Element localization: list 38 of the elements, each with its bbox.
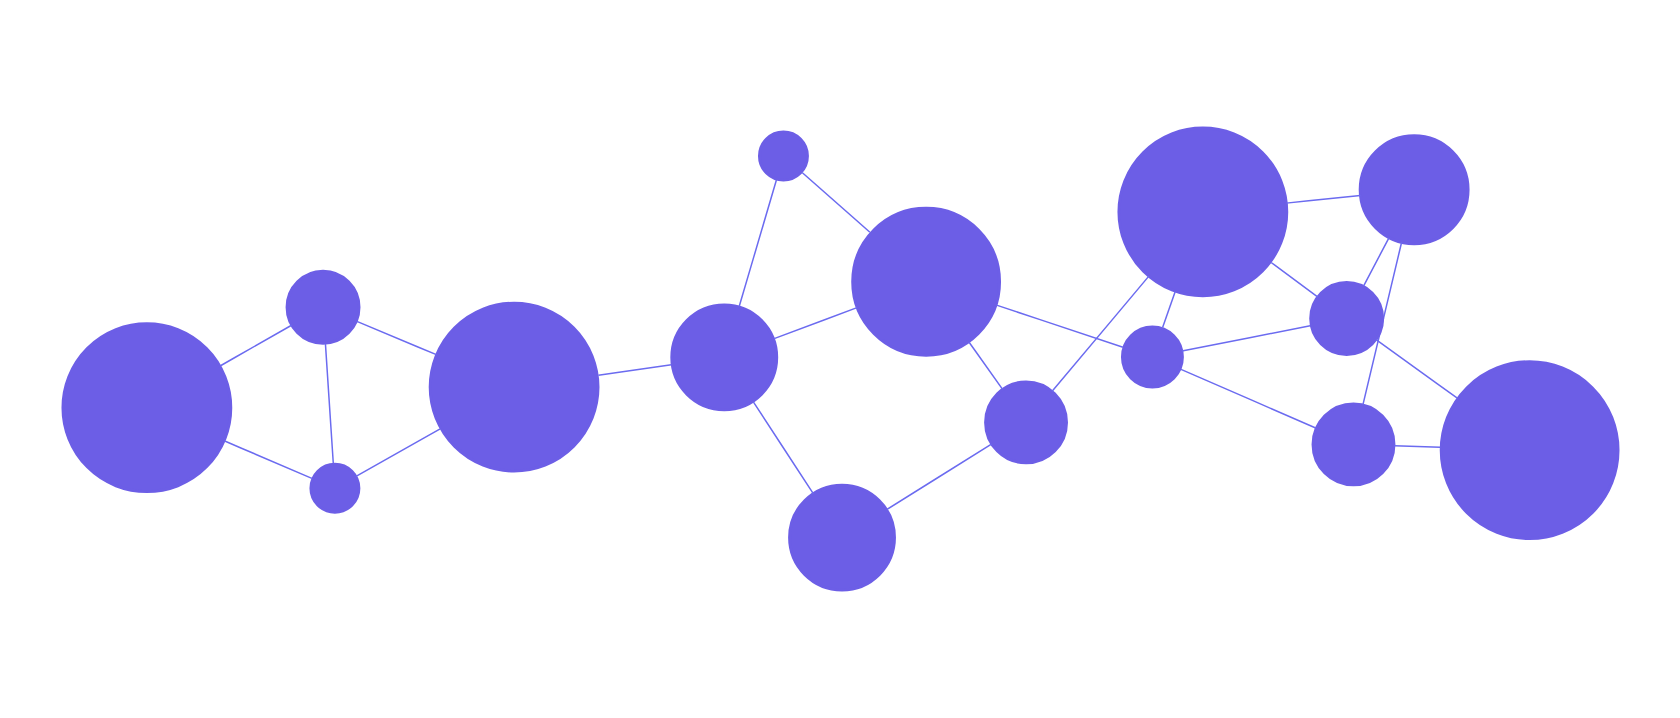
node-circle [850, 206, 1001, 357]
connector [1393, 445, 1441, 448]
node-circle [1120, 325, 1184, 389]
node-circle [61, 322, 232, 494]
connector [219, 324, 292, 367]
connector [1161, 290, 1176, 329]
connector [967, 341, 1003, 390]
connector [772, 306, 858, 340]
connector [885, 443, 992, 511]
connector [355, 320, 437, 356]
node-circle [1439, 360, 1619, 541]
connector [1050, 275, 1150, 393]
connector [597, 364, 672, 376]
node-circle [1311, 402, 1395, 487]
node-circle [983, 380, 1068, 465]
node-circle [1308, 281, 1384, 356]
node-circle [428, 301, 599, 473]
connector [1285, 194, 1361, 204]
connector [1361, 241, 1402, 406]
connector [354, 428, 441, 478]
node-circle [1116, 126, 1288, 298]
node-circle [669, 303, 778, 412]
connector [1179, 368, 1316, 429]
connector [737, 179, 777, 308]
node-circle [285, 269, 360, 345]
connector [995, 304, 1124, 348]
connector [800, 171, 871, 233]
node-circle [1358, 134, 1470, 246]
node-circle [787, 483, 896, 592]
connector [1180, 324, 1311, 352]
node-circle [308, 462, 360, 514]
connector [752, 401, 814, 495]
node-circle [757, 130, 809, 182]
connector [1374, 338, 1458, 399]
connector [223, 440, 313, 480]
connector [1362, 237, 1390, 287]
connector [1269, 261, 1318, 298]
connector [324, 343, 334, 464]
